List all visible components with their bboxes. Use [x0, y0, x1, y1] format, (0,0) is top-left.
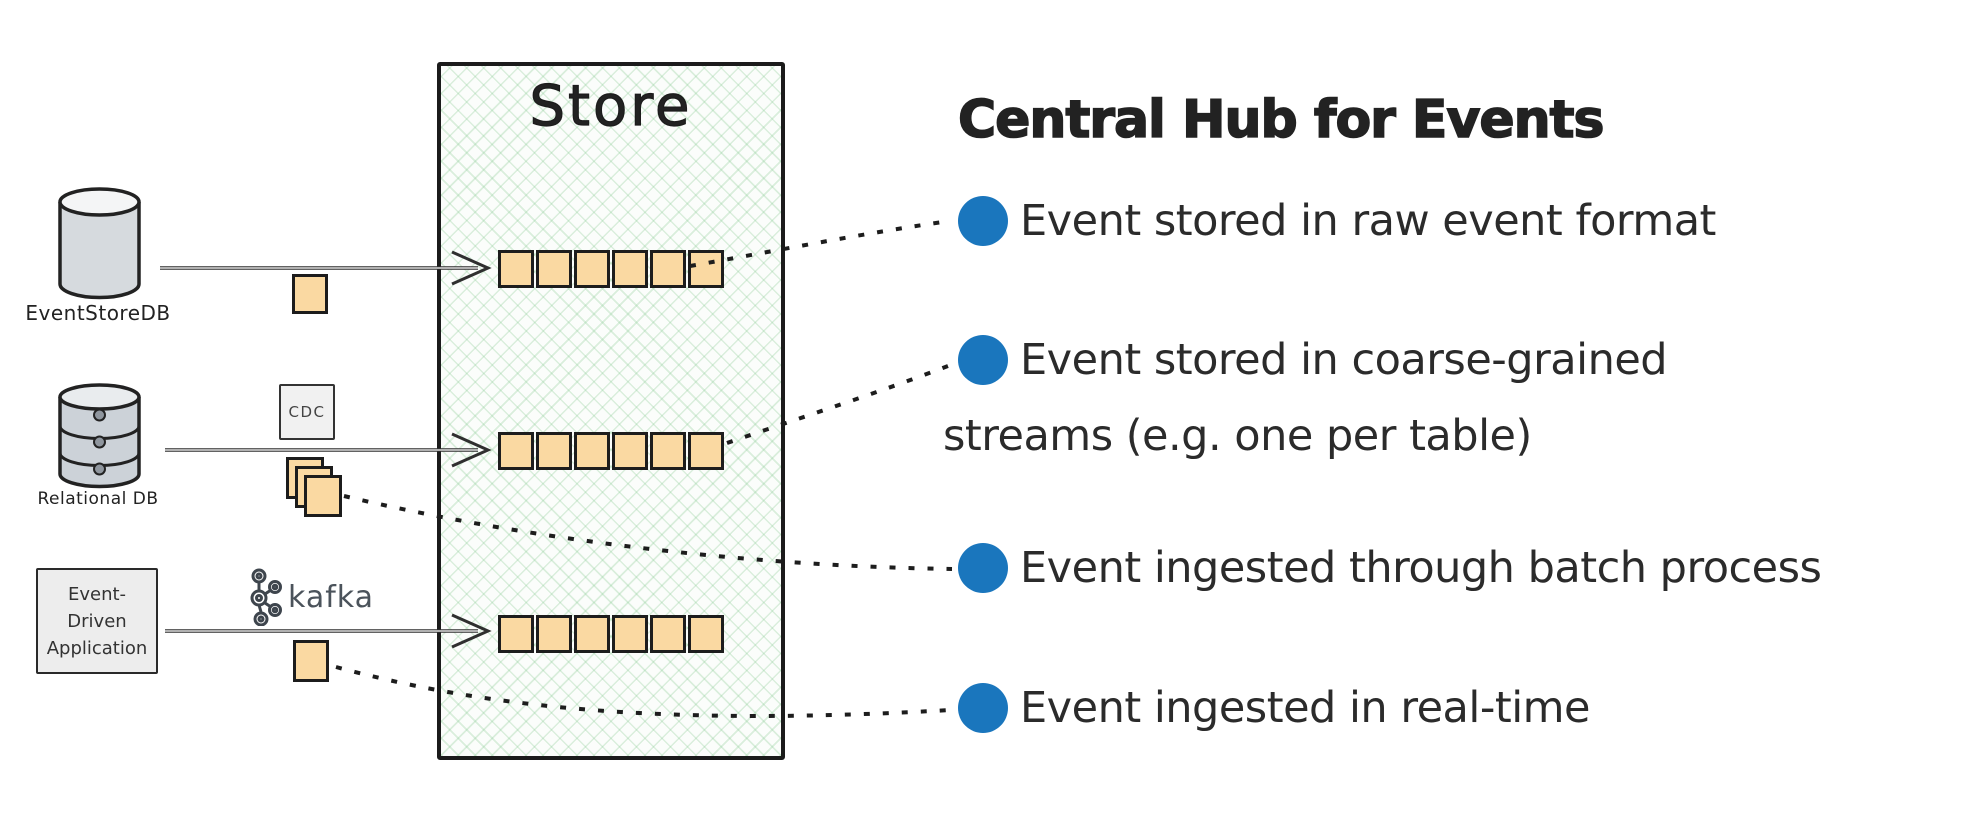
event-cell	[498, 615, 534, 653]
batch-event-stack	[286, 457, 346, 521]
bullet-real-time: Event ingested in real-time	[943, 670, 1963, 746]
event-cell	[498, 432, 534, 470]
event-square	[304, 475, 342, 517]
event-cell	[612, 432, 648, 470]
bullet-dot-icon	[958, 334, 1008, 385]
event-square	[292, 274, 328, 314]
cdc-box: CDC	[279, 384, 335, 440]
event-stream-row	[498, 432, 724, 470]
event-cell	[574, 432, 610, 470]
event-cell	[688, 615, 724, 653]
event-stream-row	[498, 250, 724, 288]
store-box: Store	[437, 62, 785, 760]
kafka-label: kafka	[288, 580, 375, 615]
bullet-text: Event ingested through batch process	[1020, 543, 1822, 593]
kafka-icon	[250, 568, 282, 626]
event-square	[293, 640, 329, 682]
bullet-text: Event ingested in real-time	[1020, 683, 1591, 733]
event-cell	[574, 615, 610, 653]
event-cell	[688, 250, 724, 288]
event-cell	[498, 250, 534, 288]
event-cell	[536, 250, 572, 288]
panel-heading: Central Hub for Events	[957, 89, 1605, 151]
event-stream-row	[498, 615, 724, 653]
event-cell	[612, 615, 648, 653]
event-cell	[650, 250, 686, 288]
event-cell	[536, 615, 572, 653]
app-label-line: Event-	[67, 583, 127, 605]
app-label-line: Driven	[67, 610, 127, 632]
bullet-text: Event stored in raw event format	[1020, 196, 1716, 246]
bullet-raw-format: Event stored in raw event format	[943, 183, 1963, 259]
bullet-dot-icon	[958, 682, 1008, 733]
bullet-coarse-grained: Event stored in coarse-grained streams (…	[943, 322, 1843, 474]
database-cylinder-icon	[58, 187, 141, 300]
event-cell	[536, 432, 572, 470]
eventstoredb-label: EventStoreDB	[25, 301, 171, 325]
event-driven-application-box: Event- Driven Application	[36, 568, 158, 674]
event-cell	[574, 250, 610, 288]
event-cell	[650, 615, 686, 653]
relational-db-label: Relational DB	[37, 489, 159, 509]
bullet-dot-icon	[958, 195, 1008, 246]
bullet-batch-process: Event ingested through batch process	[943, 530, 1963, 606]
bullet-dot-icon	[958, 542, 1008, 593]
bullet-text: Event stored in coarse-grained streams (…	[943, 335, 1668, 461]
event-cell	[612, 250, 648, 288]
event-cell	[688, 432, 724, 470]
event-cell	[650, 432, 686, 470]
disk-stack-icon	[58, 383, 141, 489]
store-title: Store	[529, 73, 693, 139]
app-label-line: Application	[46, 637, 148, 659]
